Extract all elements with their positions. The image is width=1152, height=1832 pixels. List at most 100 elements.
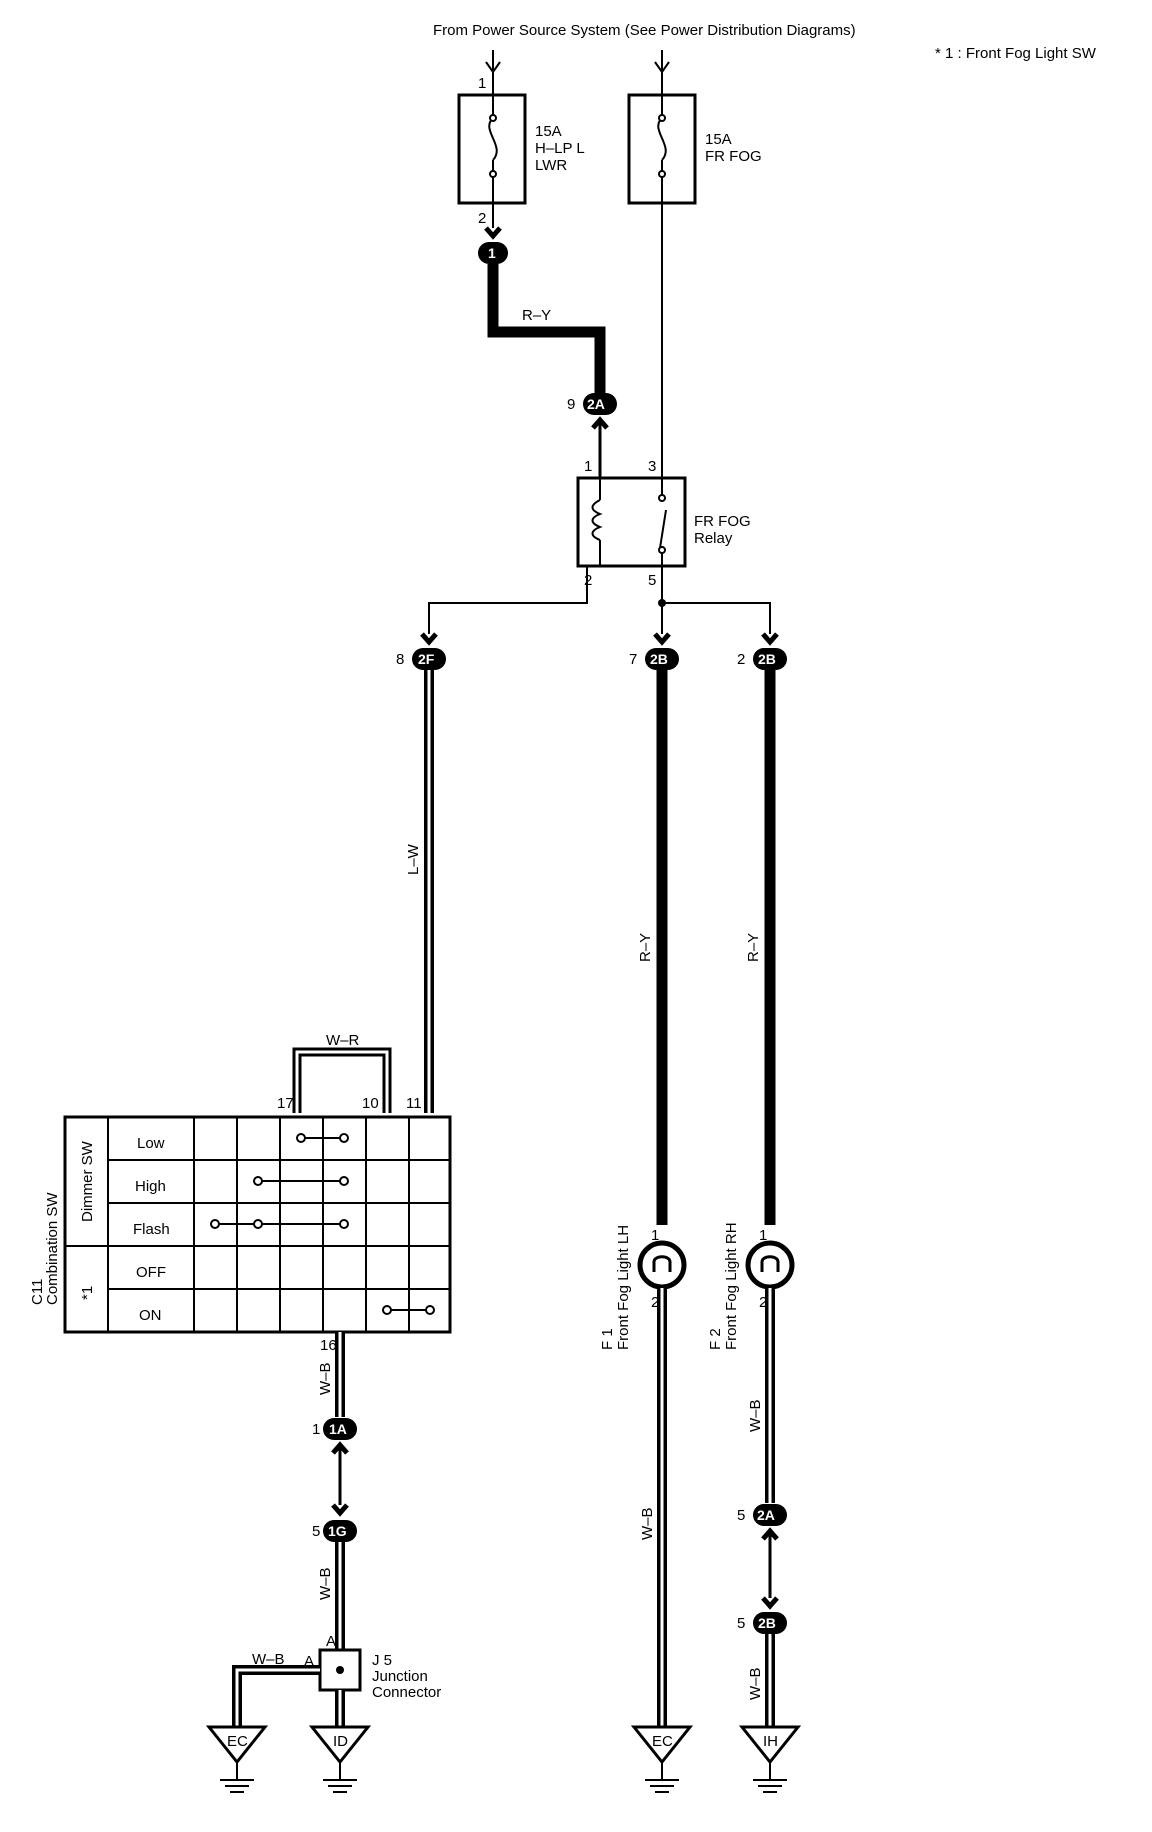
switch-contacts	[210, 1133, 435, 1315]
svg-text:2F: 2F	[418, 651, 435, 667]
switch-pin-11: 11	[406, 1095, 422, 1112]
svg-text:1: 1	[488, 245, 496, 261]
wire-label-wb-j: W–B	[252, 1651, 285, 1668]
wire-w-r	[292, 1047, 392, 1113]
front-fog-light-lh	[637, 1240, 687, 1290]
lamp-rh-pin1: 1	[759, 1227, 767, 1244]
connector-1g: 1G	[323, 1520, 357, 1542]
junction-line1: Junction	[372, 1668, 428, 1685]
switch-id: C11	[29, 1279, 46, 1305]
power-arrow-left	[485, 50, 501, 95]
lamp-rh-name: Front Fog Light RH	[723, 1222, 740, 1350]
lamp-rh-id: F 2	[707, 1328, 724, 1350]
front-fog-light-rh	[745, 1240, 795, 1290]
terminal-mark	[653, 632, 671, 646]
fuse-frfog-name: FR FOG	[705, 148, 762, 165]
junction-pin-a-top: A	[326, 1633, 336, 1650]
wire-relay5-split	[661, 566, 771, 634]
relay-pin-2: 2	[584, 572, 592, 589]
svg-text:2B: 2B	[758, 1615, 776, 1631]
ground-label-ec-right: EC	[652, 1733, 673, 1750]
wire-label-wb-rh: W–B	[747, 1399, 764, 1432]
terminal-mark	[761, 1596, 779, 1610]
pin-2: 2	[737, 651, 745, 668]
pin-8: 8	[396, 651, 404, 668]
ground-label-ih: IH	[763, 1733, 778, 1750]
row-on: ON	[139, 1307, 162, 1324]
pin-2b-5: 5	[737, 1615, 745, 1632]
fuse-frfog-amp: 15A	[705, 131, 732, 148]
lamp-lh-pin1: 1	[651, 1227, 659, 1244]
row-flash: Flash	[133, 1221, 170, 1238]
ground-label-id: ID	[333, 1733, 348, 1750]
fuse-hlp-name: H–LP L	[535, 140, 585, 157]
fuse-hlp-pin-out: 2	[478, 210, 486, 227]
lamp-lh-id: F 1	[599, 1328, 616, 1350]
wire-relay2-to-2f	[428, 566, 588, 634]
connector-2b-rh: 2B	[753, 648, 787, 670]
connector-1a: 1A	[323, 1418, 357, 1440]
connector-1: 1	[478, 242, 508, 264]
junction-connector-j5	[318, 1648, 362, 1692]
pin-1a-1: 1	[312, 1421, 320, 1438]
terminal-mark	[761, 632, 779, 646]
wire-label-wb-sw: W–B	[317, 1362, 334, 1395]
relay-label2: Relay	[694, 530, 733, 547]
connector-2b-lh: 2B	[645, 648, 679, 670]
row-off: OFF	[136, 1264, 166, 1281]
row-low: Low	[137, 1135, 165, 1152]
terminal-mark	[331, 1503, 349, 1517]
wire-label-wb-lh: W–B	[639, 1507, 656, 1540]
relay-label: FR FOG	[694, 513, 751, 530]
connector-2b-rh-low: 2B	[753, 1612, 787, 1634]
wire-label-ry-lh: R–Y	[637, 933, 654, 962]
lamp-rh-pin2: 2	[759, 1294, 767, 1311]
junction-id: J 5	[372, 1652, 392, 1669]
wire-label-wb-rh2: W–B	[747, 1667, 764, 1700]
pin-7: 7	[629, 651, 637, 668]
row-high: High	[135, 1178, 166, 1195]
svg-text:2A: 2A	[587, 396, 605, 412]
power-arrow-right	[654, 50, 670, 95]
relay-pin-5: 5	[648, 572, 656, 589]
ground-id	[308, 1725, 372, 1793]
svg-text:2B: 2B	[650, 651, 668, 667]
svg-text:2B: 2B	[758, 651, 776, 667]
power-source-note: From Power Source System (See Power Dist…	[433, 22, 856, 39]
wire-label-wb-sw2: W–B	[317, 1567, 334, 1600]
connector-2a-rh: 2A	[753, 1504, 787, 1526]
relay-pin-3: 3	[648, 458, 656, 475]
wire-w-b-junction-left	[232, 1665, 320, 1727]
fuse-hlp-pin-in: 1	[478, 75, 486, 92]
svg-text:2A: 2A	[757, 1507, 775, 1523]
switch-name: Combination SW	[44, 1192, 61, 1305]
wire-label-ry-top: R–Y	[522, 307, 551, 324]
fuse-hlp-lwr	[457, 93, 527, 205]
fog-sw-label: *1	[79, 1286, 96, 1300]
terminal-mark	[484, 226, 502, 240]
pin-9: 9	[567, 396, 575, 413]
switch-pin-10: 10	[362, 1095, 379, 1112]
fuse-fr-fog	[627, 93, 697, 205]
svg-text:1G: 1G	[328, 1523, 347, 1539]
switch-pin-17: 17	[277, 1095, 294, 1112]
connector-2a-top: 2A	[583, 393, 617, 415]
ground-label-ec-left: EC	[227, 1733, 248, 1750]
switch-pin-16: 16	[320, 1337, 337, 1354]
wire-label-wr: W–R	[326, 1032, 360, 1049]
splice-point	[658, 599, 666, 607]
wire-label-lw: L–W	[405, 843, 422, 875]
lamp-lh-name: Front Fog Light LH	[615, 1225, 632, 1350]
fuse-hlp-amp: 15A	[535, 123, 562, 140]
ground-ec-right	[630, 1725, 694, 1793]
fr-fog-relay	[576, 476, 687, 568]
dimmer-sw-label: Dimmer SW	[79, 1140, 96, 1222]
pin-2a-5: 5	[737, 1507, 745, 1524]
junction-line2: Connector	[372, 1684, 441, 1701]
junction-pin-a-left: A	[304, 1653, 314, 1670]
wire-r-y-top	[487, 264, 606, 395]
svg-text:1A: 1A	[329, 1421, 347, 1437]
ground-ih	[738, 1725, 802, 1793]
relay-pin-1: 1	[584, 458, 592, 475]
